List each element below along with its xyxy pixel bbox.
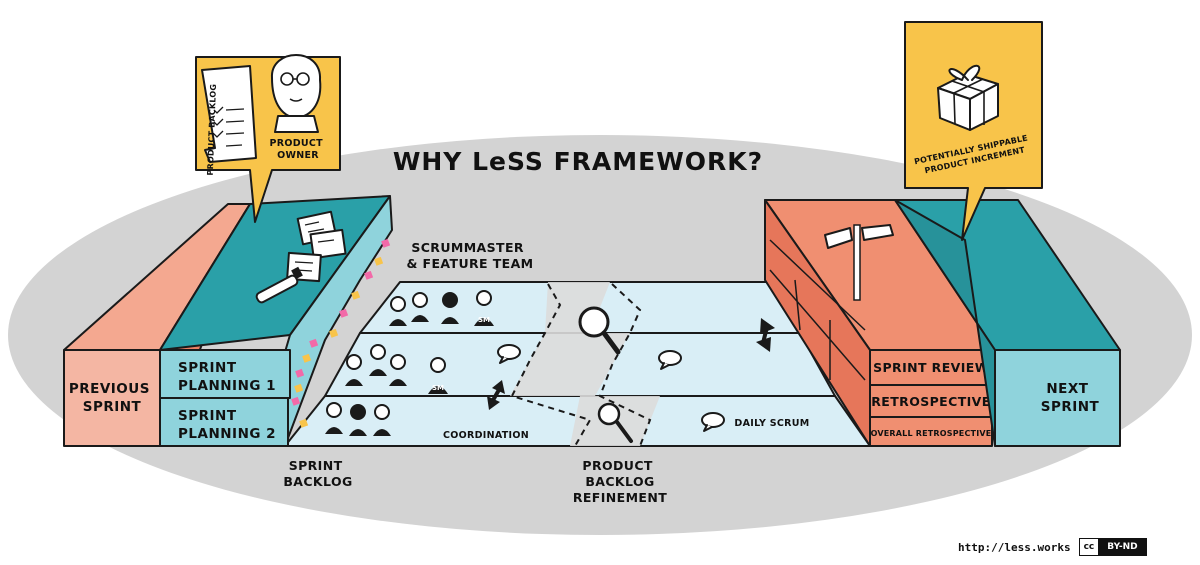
svg-text:PRODUCT BACKLOG: PRODUCT BACKLOG xyxy=(206,84,218,176)
person-icon xyxy=(345,354,363,386)
person-icon xyxy=(389,354,407,386)
person-icon: SM xyxy=(428,357,448,394)
sprint-floor xyxy=(284,281,871,447)
sprint-review-label: SPRINT REVIEW xyxy=(873,360,989,375)
svg-text:DAILY SCRUM: DAILY SCRUM xyxy=(734,418,809,429)
marker-icon xyxy=(255,266,303,304)
sprint-planning-block: SPRINT PLANNING 1 SPRINT PLANNING 2 xyxy=(159,195,393,447)
product-backlog-refinement-label-line-2: BACKLOG xyxy=(585,474,654,489)
speech-bubble-icon xyxy=(497,344,521,364)
document-icon xyxy=(286,210,347,283)
previous-sprint-label-line-2: SPRINT xyxy=(83,399,142,415)
diagram-title: WHY LeSS FRAMEWORK? xyxy=(393,147,763,176)
previous-sprint-label: PREVIOUS xyxy=(69,381,150,397)
product-owner-person-icon xyxy=(270,54,322,133)
svg-text:NEXT SPRINT: NEXT SPRINT xyxy=(1041,381,1100,415)
overall-retrospective-label: OVERALL RETROSPECTIVE xyxy=(871,429,992,438)
sprint-planning-1-label-line-2: PLANNING 1 xyxy=(178,378,276,394)
product-owner-label-line-2: OWNER xyxy=(277,150,319,161)
double-arrow-icon xyxy=(756,318,775,352)
magnifier-icon xyxy=(578,306,621,355)
svg-text:OVERALL RETROSPECTIVE: OVERALL RETROSPECTIVE xyxy=(871,429,992,438)
gift-icon xyxy=(937,64,999,131)
product-backlog-refinement-label-line-3: REFINEMENT xyxy=(573,490,667,505)
credit: http://less.works cc BY-ND xyxy=(958,538,1147,556)
license-text: BY-ND xyxy=(1099,539,1146,555)
svg-text:SM: SM xyxy=(432,384,444,392)
svg-text:SPRINT PLANNING 1: SPRINT PLANNING 1 xyxy=(178,360,276,394)
person-icon xyxy=(325,402,343,434)
product-backlog-label: PRODUCT BACKLOG xyxy=(206,84,218,176)
svg-text:SM: SM xyxy=(478,316,490,324)
person-icon: SM xyxy=(474,290,494,326)
cc-icon: cc xyxy=(1079,539,1100,555)
sticky-notes xyxy=(291,238,391,428)
increment-callout: POTENTIALLY SHIPPABLE PRODUCT INCREMENT xyxy=(904,21,1043,241)
magnifier-icon xyxy=(597,402,633,443)
scrummaster-team-label: SCRUMMASTER xyxy=(411,240,524,255)
credit-url[interactable]: http://less.works xyxy=(958,540,1071,554)
sprint-planning-2-label: SPRINT xyxy=(178,408,237,424)
svg-text:SPRINT PLANNING 2: SPRINT PLANNING 2 xyxy=(178,408,276,442)
scrummaster-team-label-line-2: & FEATURE TEAM xyxy=(406,256,533,271)
license-badge: cc BY-ND xyxy=(1078,538,1147,556)
retrospective-label: RETROSPECTIVE xyxy=(871,394,990,409)
next-sprint-label: NEXT xyxy=(1046,381,1088,397)
feature-team-3 xyxy=(325,402,391,436)
svg-text:COORDINATION: COORDINATION xyxy=(443,430,529,441)
coordination-label: COORDINATION xyxy=(443,430,529,441)
next-sprint-label-line-2: SPRINT xyxy=(1041,399,1100,415)
double-arrow-icon xyxy=(487,380,505,410)
svg-text:RETROSPECTIVE: RETROSPECTIVE xyxy=(871,394,990,409)
person-icon xyxy=(411,292,429,322)
sprint-backlog-label-line-2: BACKLOG xyxy=(283,474,352,489)
svg-text:PRODUCT OWNER: PRODUCT OWNER xyxy=(269,138,326,161)
signpost-icon xyxy=(824,224,894,301)
speech-bubble-icon xyxy=(658,350,682,370)
svg-text:SPRINT BACKLOG: SPRINT BACKLOG xyxy=(283,458,352,489)
svg-text:SCRUMMASTER & FEATURE TEAM: SCRUMMASTER & FEATURE TEAM xyxy=(406,240,533,271)
product-owner-callout: PRODUCT BACKLOG PRODUCT OWNER xyxy=(195,54,341,223)
feature-team-2: SM xyxy=(345,344,448,394)
product-backlog-refinement-label: PRODUCT xyxy=(582,458,653,473)
svg-text:PREVIOUS SPRINT: PREVIOUS SPRINT xyxy=(69,381,155,415)
person-icon xyxy=(441,292,459,324)
sprint-planning-1-label: SPRINT xyxy=(178,360,237,376)
person-icon xyxy=(373,404,391,436)
svg-text:SPRINT REVIEW: SPRINT REVIEW xyxy=(873,360,989,375)
speech-bubble-icon xyxy=(701,412,725,432)
daily-scrum-label: DAILY SCRUM xyxy=(734,418,809,429)
person-icon xyxy=(349,404,367,436)
person-icon xyxy=(369,344,387,376)
product-backlog-document-icon xyxy=(201,65,257,163)
sprint-planning-2-label-line-2: PLANNING 2 xyxy=(178,426,276,442)
person-icon xyxy=(389,296,407,326)
sprint-backlog-label: SPRINT xyxy=(289,458,343,473)
feature-team-1: SM xyxy=(389,290,494,326)
product-owner-label: PRODUCT xyxy=(269,138,323,149)
